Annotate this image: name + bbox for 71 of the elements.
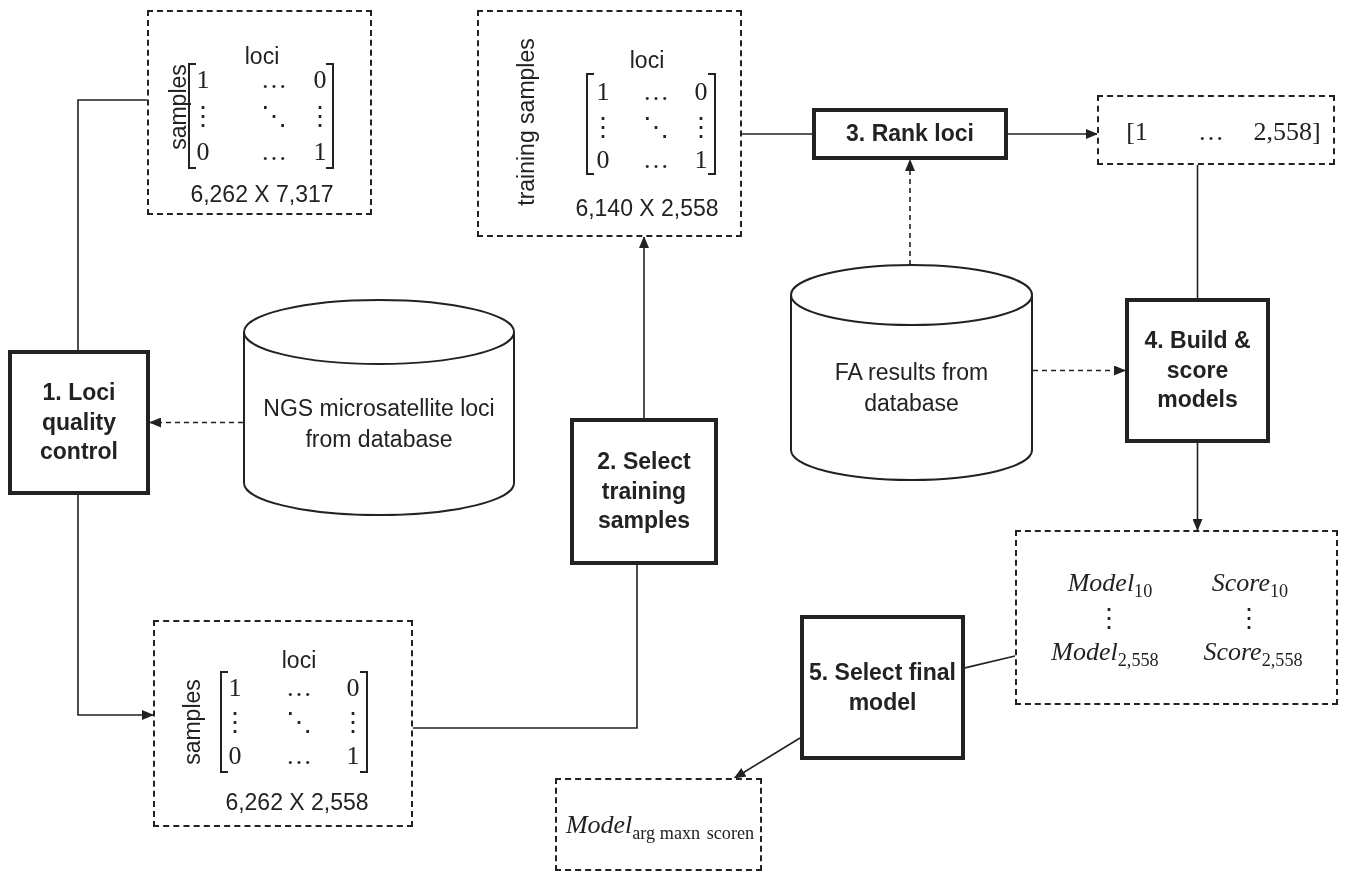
matrix-entry: 0 xyxy=(596,145,610,175)
arrow xyxy=(1007,129,1098,139)
matrix-entry: … xyxy=(286,673,312,703)
arrow xyxy=(1032,365,1126,376)
database-label: NGS microsatellite loci from database xyxy=(263,393,495,454)
matrix-entry: ⋮ xyxy=(222,706,248,738)
connector-line xyxy=(77,99,148,351)
connector-line xyxy=(412,564,638,729)
matrix-entry: 1 xyxy=(313,137,327,167)
matrix-entry: 1 xyxy=(228,673,242,703)
connector-line xyxy=(741,133,813,135)
database-cylinder xyxy=(790,265,1033,480)
arrow xyxy=(1192,442,1203,531)
matrix-entry: 0 xyxy=(313,65,327,95)
arrow xyxy=(77,494,154,720)
database-label: FA results from database xyxy=(833,357,990,418)
matrix-entry: 0 xyxy=(196,137,210,167)
score-name: Score$_{2,558}$ xyxy=(1203,636,1303,672)
matrix-entry: … xyxy=(643,77,669,107)
ellipsis: ⋮ xyxy=(1236,602,1262,634)
arrow xyxy=(905,159,915,266)
arrow xyxy=(149,417,244,428)
data-box xyxy=(147,10,372,215)
matrix-entry: ⋮ xyxy=(688,111,714,143)
process-box: 2. Select training samples xyxy=(570,418,718,565)
process-box: 3. Rank loci xyxy=(812,108,1008,160)
matrix-entry: 1 xyxy=(596,77,610,107)
axis-label: samples xyxy=(166,64,192,150)
matrix-entry: … xyxy=(286,741,312,771)
matrix-entry: 0 xyxy=(346,673,360,703)
matrix-entry: … xyxy=(261,137,287,167)
axis-label: training samples xyxy=(514,38,540,206)
matrix-entry: ⋮ xyxy=(190,101,216,131)
data-box xyxy=(477,10,742,237)
score-name: Score$_{10}$ xyxy=(1211,567,1289,603)
model-name: Model$_{10}$ xyxy=(1067,567,1153,603)
matrix-entry: 1 xyxy=(196,65,210,95)
data-box xyxy=(153,620,413,827)
database-cylinder xyxy=(243,300,515,515)
axis-label: samples xyxy=(180,679,206,765)
matrix-entry: … xyxy=(643,145,669,175)
arrow xyxy=(733,737,801,779)
matrix-entry: 0 xyxy=(694,77,708,107)
matrix-entry: ⋮ xyxy=(340,706,366,738)
vector-entry: [1 xyxy=(1126,117,1148,147)
matrix-entry: ⋱ xyxy=(286,706,312,738)
process-box: 4. Build & score models xyxy=(1125,298,1270,443)
matrix-entry: ⋱ xyxy=(643,111,669,143)
data-box xyxy=(555,778,762,871)
arrow xyxy=(639,236,649,419)
connector-line xyxy=(1196,164,1199,299)
process-box: 1. Loci quality control xyxy=(8,350,150,495)
matrix-entry: 0 xyxy=(228,741,242,771)
matrix-entry: 1 xyxy=(346,741,360,771)
process-box: 5. Select final model xyxy=(800,615,965,760)
matrix-entry: ⋱ xyxy=(261,100,287,132)
model-name: Model$_{2,558}$ xyxy=(1051,636,1159,672)
matrix-size: 6,262 X 7,317 xyxy=(190,180,334,208)
axis-label: loci xyxy=(281,646,317,674)
ellipsis: ⋮ xyxy=(1096,602,1122,634)
data-box xyxy=(1097,95,1335,165)
axis-label: loci xyxy=(629,46,665,74)
matrix-entry: ⋮ xyxy=(307,100,333,132)
data-box xyxy=(1015,530,1338,705)
matrix-size: 6,140 X 2,558 xyxy=(575,194,719,222)
vector-entry: 2,558] xyxy=(1253,117,1321,147)
matrix-size: 6,262 X 2,558 xyxy=(225,788,369,816)
matrix-entry: ⋮ xyxy=(590,111,616,143)
vector-entry: … xyxy=(1198,117,1224,147)
matrix-entry: 1 xyxy=(694,145,708,175)
connector-line xyxy=(964,655,1016,669)
